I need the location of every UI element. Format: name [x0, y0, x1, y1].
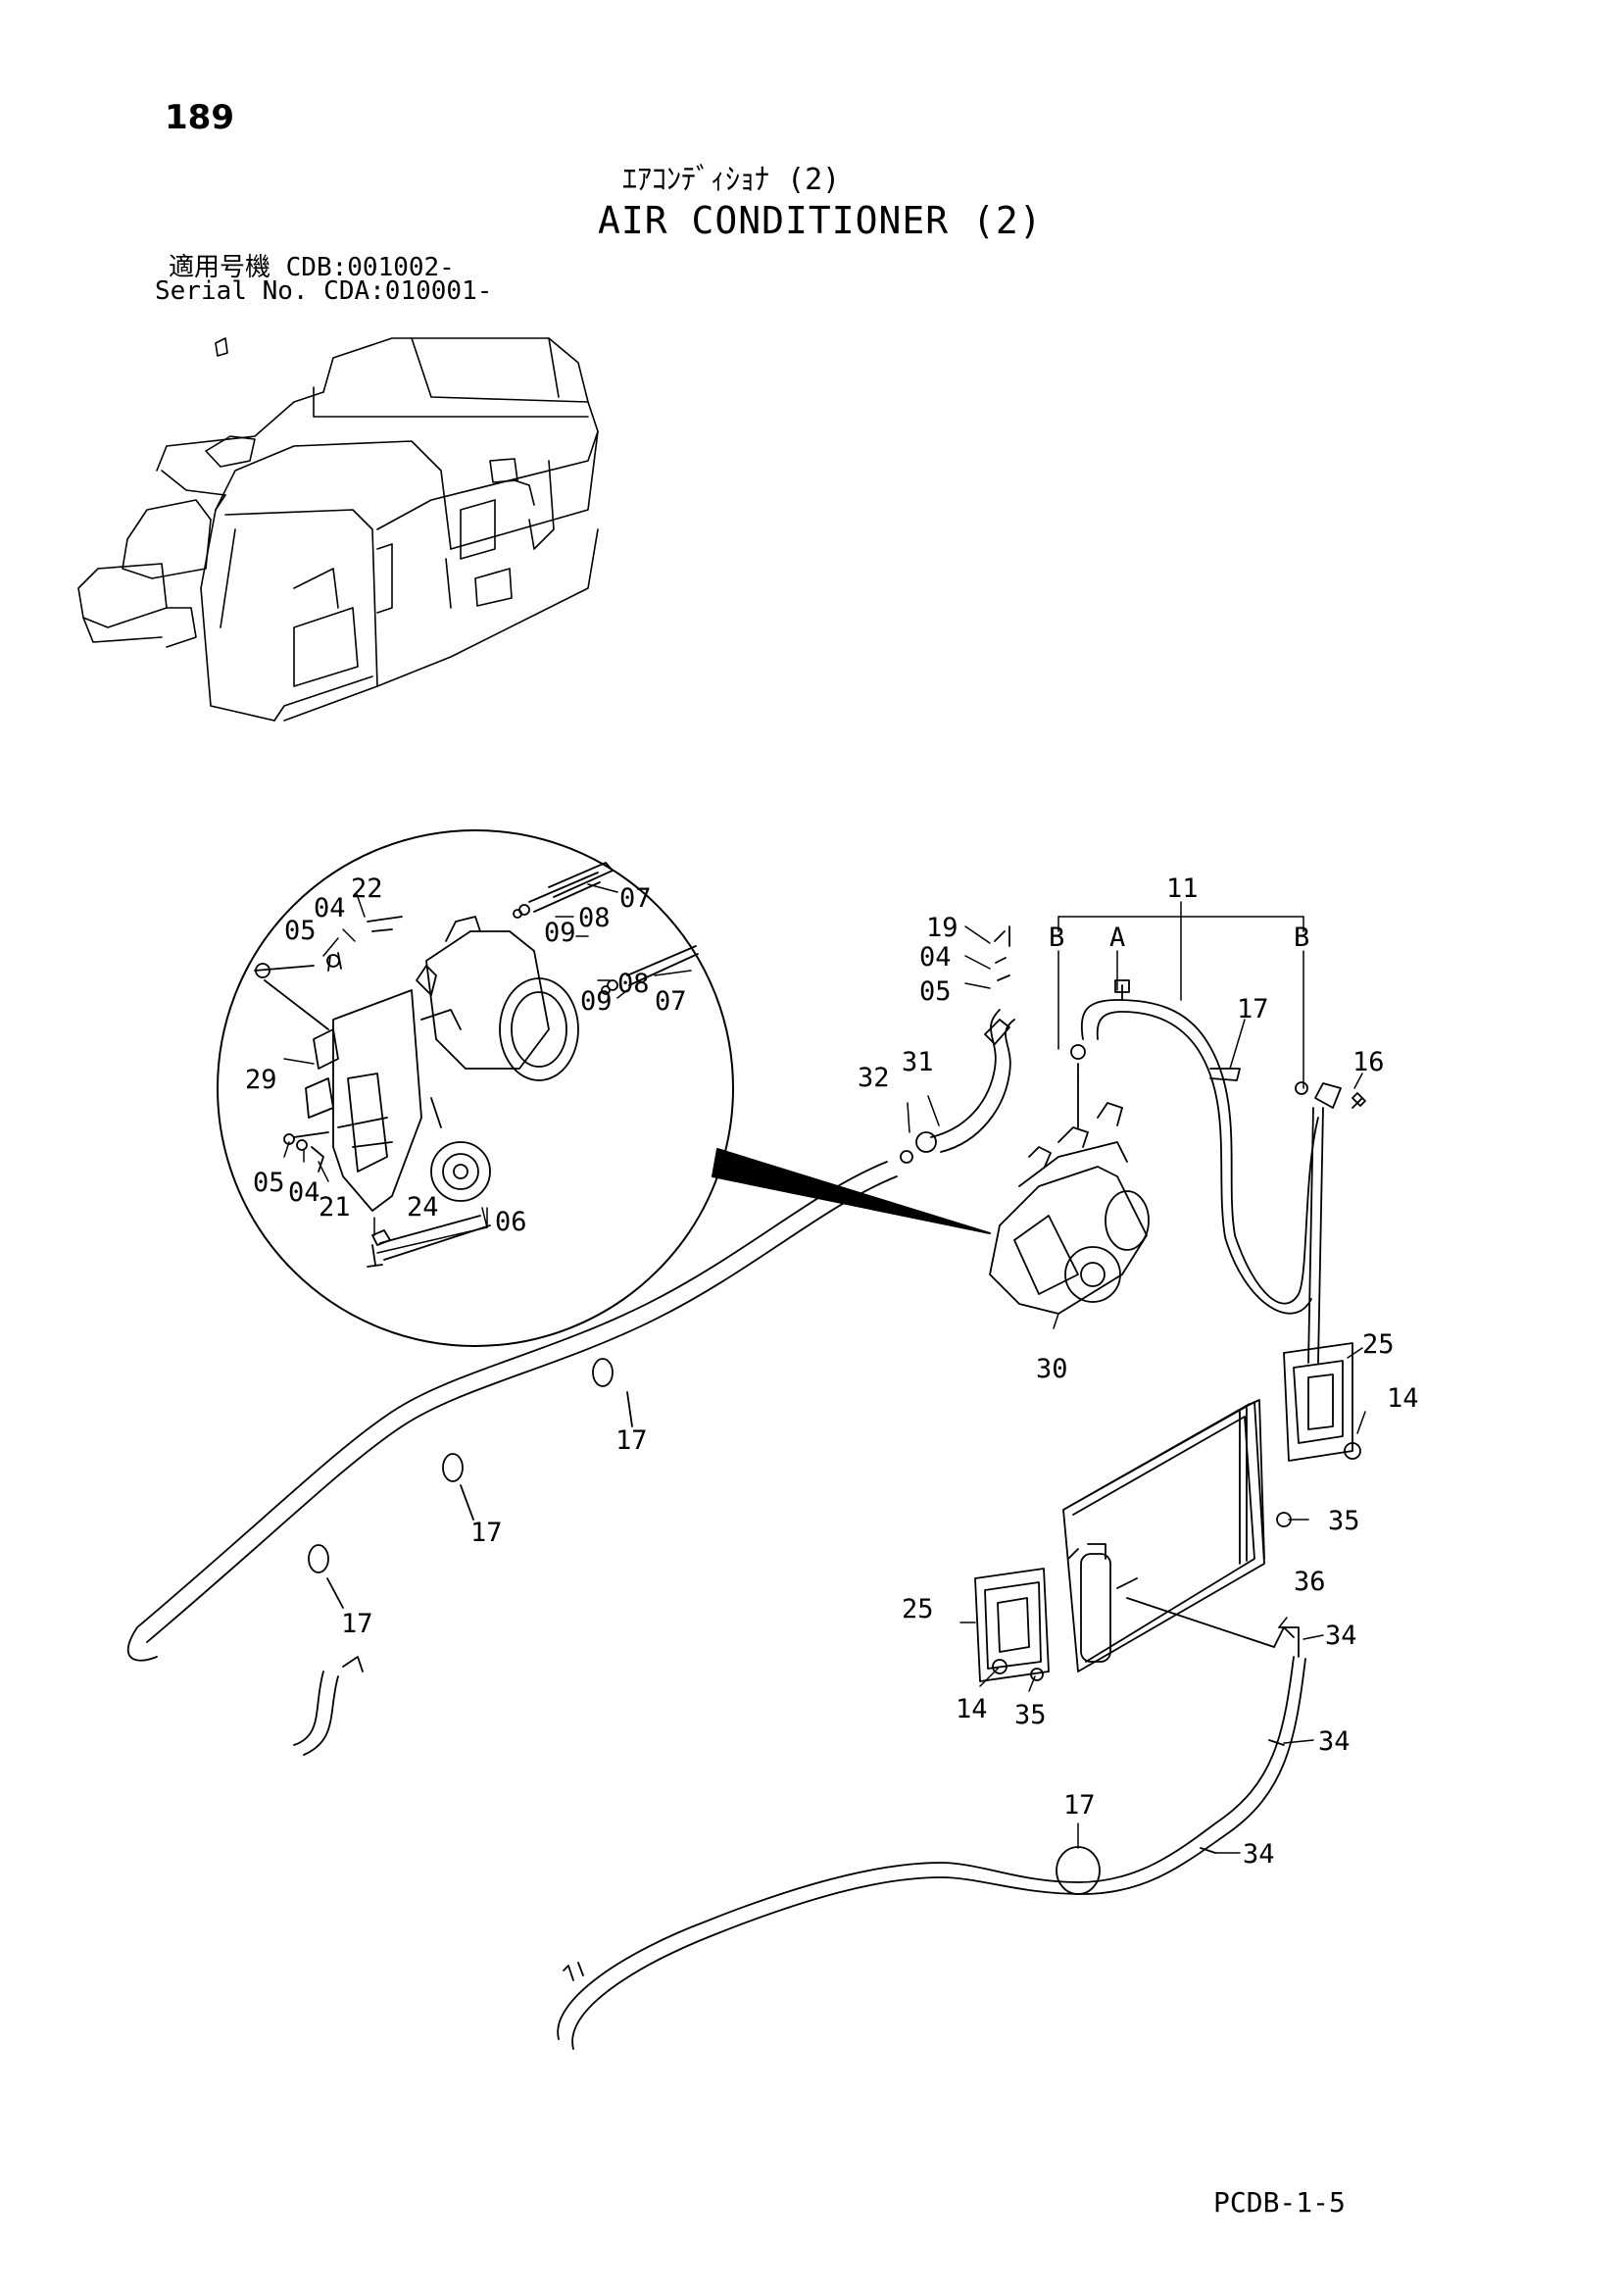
callout-17: 17 [470, 1518, 503, 1548]
callout-labels: 22 04 05 09 08 07 09 08 07 29 05 04 21 2… [245, 873, 1419, 1870]
callout-05: 05 [253, 1168, 285, 1198]
hose-11 [1070, 979, 1366, 1364]
detail-circle [217, 829, 991, 1347]
callout-30: 30 [1036, 1354, 1068, 1384]
upper-hose [900, 925, 1079, 1164]
callout-14: 14 [1387, 1383, 1419, 1414]
applicability-line: 適用号機 CDB:001002- [169, 253, 455, 282]
callout-36: 36 [1294, 1567, 1326, 1597]
callout-16: 16 [1352, 1047, 1385, 1077]
compressor-assembly [989, 1077, 1150, 1315]
compressor-detail [254, 862, 699, 1268]
title-english: AIR CONDITIONER (2) [598, 199, 1043, 242]
callout-32: 32 [858, 1063, 890, 1093]
callout-label-a: A [1109, 923, 1125, 953]
callout-06: 06 [495, 1207, 527, 1237]
callout-08: 08 [578, 903, 611, 933]
callout-34: 34 [1243, 1839, 1275, 1870]
callout-21: 21 [319, 1192, 351, 1223]
callout-05: 05 [919, 976, 952, 1007]
callout-04: 04 [314, 893, 346, 923]
callout-17: 17 [1063, 1790, 1096, 1821]
callout-25: 25 [1362, 1329, 1395, 1360]
excavator-illustration [77, 337, 599, 722]
callout-08: 08 [617, 969, 650, 999]
callout-07: 07 [619, 883, 652, 914]
callout-34: 34 [1318, 1726, 1351, 1757]
callout-35: 35 [1328, 1506, 1360, 1536]
callout-label-b: B [1294, 923, 1309, 953]
serial-number-line: Serial No. CDA:010001- [155, 276, 493, 306]
callout-11: 11 [1166, 873, 1199, 904]
lower-hose [557, 1626, 1306, 2050]
callout-17: 17 [341, 1609, 373, 1639]
callout-label-b: B [1049, 923, 1064, 953]
callout-24: 24 [407, 1192, 439, 1223]
callout-05: 05 [284, 916, 317, 946]
callout-17: 17 [615, 1425, 648, 1456]
condenser-assembly [974, 1342, 1361, 1682]
callout-25: 25 [902, 1594, 934, 1624]
page-code: PCDB-1-5 [1213, 2186, 1346, 2219]
callout-09: 09 [580, 986, 613, 1017]
page-number: 189 [165, 98, 234, 137]
callout-09: 09 [544, 918, 576, 948]
callout-35: 35 [1014, 1700, 1047, 1730]
title-japanese: ｴｱｺﾝﾃﾞｨｼｮﾅ (2) [622, 163, 841, 197]
callout-04: 04 [288, 1177, 320, 1208]
callout-14: 14 [956, 1694, 988, 1724]
callout-07: 07 [655, 986, 687, 1017]
main-hose-left [126, 1161, 898, 1756]
callout-19: 19 [926, 913, 958, 943]
callout-29: 29 [245, 1065, 277, 1095]
callout-22: 22 [351, 873, 383, 904]
leader-lines [283, 883, 1366, 1854]
callout-34: 34 [1325, 1621, 1357, 1651]
callout-17: 17 [1237, 994, 1269, 1024]
callout-31: 31 [902, 1047, 934, 1077]
callout-04: 04 [919, 942, 952, 973]
